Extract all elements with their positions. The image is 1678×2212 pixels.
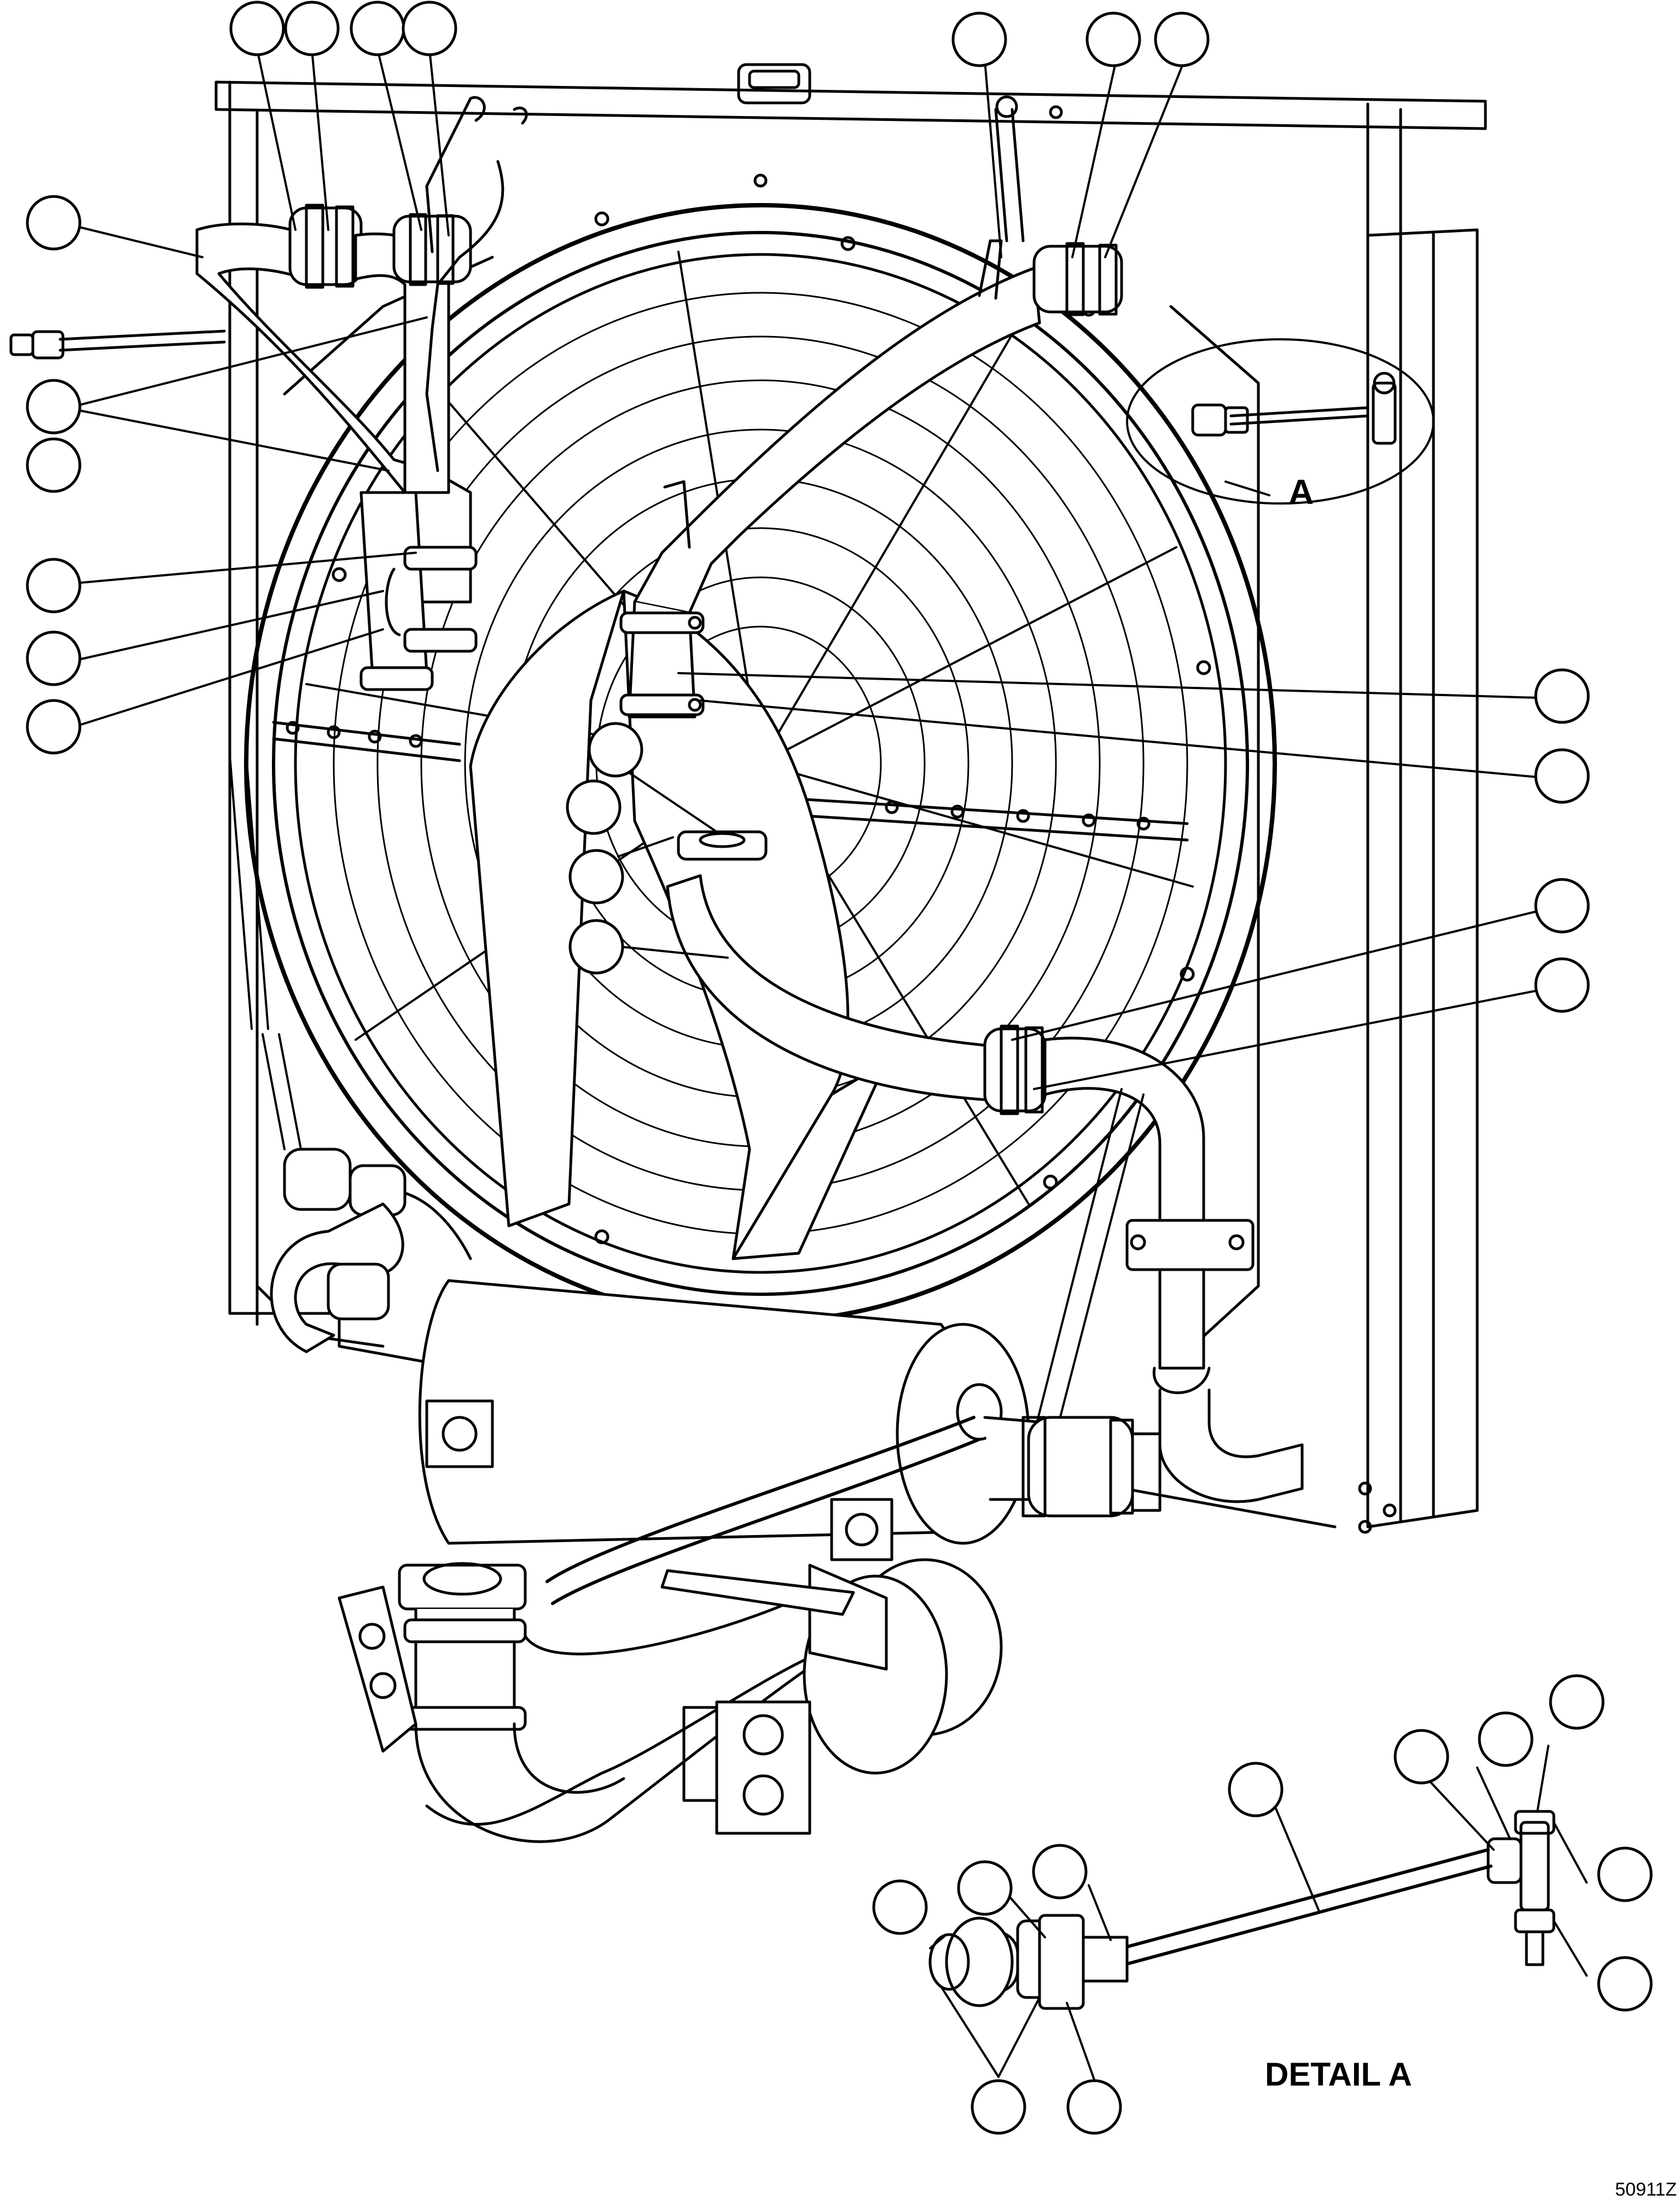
callout-balloon [872, 1879, 928, 1935]
drawing-number: 50911Z [1615, 2179, 1677, 2200]
callout-balloon [229, 1, 285, 56]
detail-a-caption: DETAIL A [1265, 2056, 1412, 2093]
callout-balloon [566, 779, 622, 835]
callout-balloon [1394, 1729, 1449, 1785]
callout-balloon [1597, 1956, 1653, 2012]
callout-balloon [568, 919, 624, 975]
callout-balloon [26, 437, 82, 493]
callout-balloon [588, 722, 643, 778]
detail-a-inset [1126, 338, 1435, 505]
callout-balloon [1549, 1674, 1605, 1730]
callout-balloon [971, 2079, 1026, 2135]
callout-balloon [1597, 1846, 1653, 1902]
lower-right-pipe [666, 830, 1304, 1503]
callout-balloon [1534, 668, 1590, 724]
callout-balloon [1032, 1844, 1088, 1900]
callout-balloon [26, 630, 82, 686]
lower-left-elbow [270, 1148, 472, 1353]
callout-balloon [1154, 11, 1210, 67]
callout-balloon [350, 1, 405, 56]
callout-balloon [957, 1860, 1013, 1916]
callout-balloons [26, 1, 1653, 2135]
callout-balloon [568, 849, 624, 905]
left-fuel-line [9, 329, 302, 1150]
callout-balloon [1085, 11, 1141, 67]
upper-left-hoses [195, 95, 1025, 691]
fan-shroud-deflector [469, 589, 888, 1260]
detail-a-enlarged [928, 1810, 1555, 2010]
callout-balloon [951, 11, 1007, 67]
callout-balloon [1534, 748, 1590, 804]
callout-balloon [1066, 2079, 1122, 2135]
upper-right-hose [619, 239, 1123, 719]
bottom-tank-plumbing [338, 1279, 1162, 1843]
callout-balloon [1534, 878, 1590, 934]
detail-a-letter: A [1288, 472, 1314, 512]
callout-balloon [1478, 1711, 1534, 1767]
callout-balloon [284, 1, 340, 56]
callout-balloon [402, 1, 457, 56]
callout-balloon [26, 379, 82, 435]
callout-balloon [26, 699, 82, 755]
callout-balloon [26, 558, 82, 613]
callout-balloon [26, 195, 82, 251]
callout-balloon [1534, 957, 1590, 1013]
callout-balloon [1228, 1762, 1284, 1817]
